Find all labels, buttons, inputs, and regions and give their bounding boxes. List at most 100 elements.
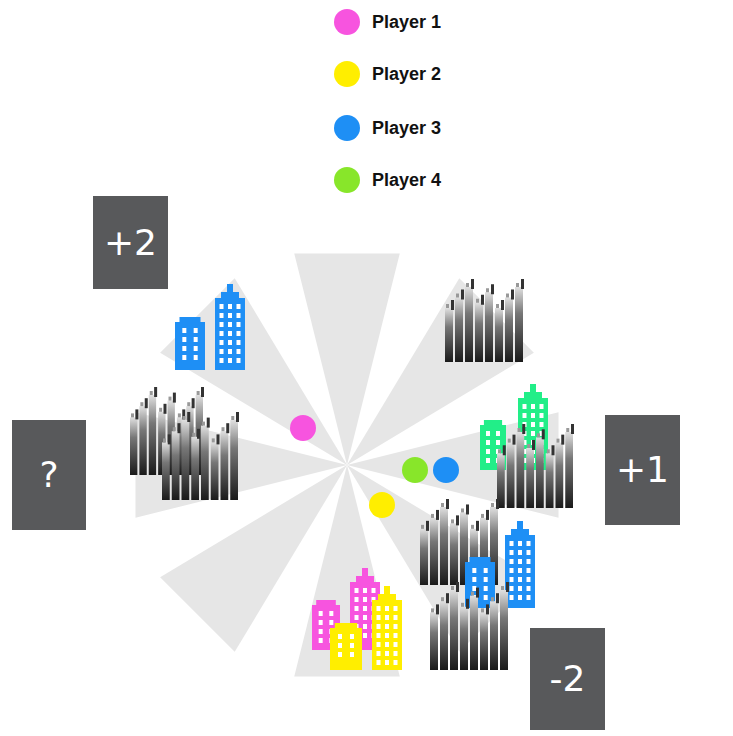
building-spire xyxy=(384,586,390,595)
player-token xyxy=(433,457,459,483)
factory-chimney xyxy=(140,402,143,406)
building-top xyxy=(221,292,239,299)
factory-column xyxy=(480,612,488,670)
building-window xyxy=(220,304,224,309)
factory-chimney xyxy=(518,428,521,432)
building-window xyxy=(228,322,232,327)
factory-chimney xyxy=(135,409,138,419)
factory-chimney xyxy=(466,599,469,609)
building-window xyxy=(394,642,398,647)
factory-chimney xyxy=(481,295,484,305)
board-icons xyxy=(130,279,574,670)
building-window xyxy=(385,615,389,620)
player-token xyxy=(402,457,428,483)
building-window xyxy=(350,652,354,657)
building-window xyxy=(355,588,359,593)
factory-chimney xyxy=(436,604,439,614)
building-window xyxy=(182,346,186,351)
building-window xyxy=(540,404,544,409)
legend-swatch xyxy=(334,61,360,87)
building-window xyxy=(220,331,224,336)
factory-chimney xyxy=(441,503,444,507)
factory-chimney xyxy=(131,413,134,417)
building-window xyxy=(527,586,531,591)
building-window xyxy=(527,559,531,564)
building-window xyxy=(220,349,224,354)
building-top xyxy=(335,623,357,629)
legend-swatch xyxy=(334,167,360,193)
building-icon xyxy=(372,586,402,670)
building-window xyxy=(496,431,500,436)
building-top xyxy=(356,576,374,583)
building-window xyxy=(394,615,398,620)
factory-column xyxy=(485,292,493,362)
factory-chimney xyxy=(501,586,504,590)
factory-chimney xyxy=(498,449,501,453)
factory-chimney xyxy=(202,422,205,426)
building-window xyxy=(338,634,342,639)
building-window xyxy=(486,449,490,454)
building-top xyxy=(524,392,542,399)
building-window xyxy=(182,355,186,360)
building-window xyxy=(518,595,522,600)
legend-entry: Player 1 xyxy=(334,9,441,35)
factory-chimney xyxy=(566,428,569,432)
factory-column xyxy=(450,523,458,585)
factory-column xyxy=(182,420,190,500)
factory-column xyxy=(191,437,199,500)
building-window xyxy=(377,633,381,638)
building-body xyxy=(330,628,362,670)
building-window xyxy=(531,413,535,418)
building-window xyxy=(385,651,389,656)
factory-chimney xyxy=(183,416,186,420)
building-icon xyxy=(215,284,245,370)
factory-chimney xyxy=(491,284,494,294)
legend-entry: Player 3 xyxy=(334,115,441,141)
building-spire xyxy=(227,284,233,293)
factory-chimney xyxy=(201,387,204,397)
building-window xyxy=(510,550,514,555)
player-token xyxy=(290,415,316,441)
factory-chimney xyxy=(178,413,181,417)
factory-column xyxy=(470,596,478,670)
building-window xyxy=(377,642,381,647)
building-window xyxy=(194,346,198,351)
factory-chimney xyxy=(476,588,479,598)
factory-column xyxy=(475,303,483,362)
factory-column xyxy=(500,590,508,670)
factory-chimney xyxy=(527,444,530,448)
building-window xyxy=(518,550,522,555)
building-window xyxy=(394,606,398,611)
legend-label: Player 1 xyxy=(372,12,441,33)
score-box: +2 xyxy=(93,196,168,289)
factory-column xyxy=(430,612,438,670)
building-window xyxy=(385,642,389,647)
factory-chimney xyxy=(150,391,153,395)
factory-chimney xyxy=(421,525,424,529)
building-window xyxy=(237,349,241,354)
building-window xyxy=(377,606,381,611)
factory-chimney xyxy=(506,582,509,592)
factory-chimney xyxy=(461,290,464,300)
factory-column xyxy=(440,601,448,670)
factory-chimney xyxy=(542,429,545,439)
factory-column xyxy=(221,431,229,500)
building-window xyxy=(394,633,398,638)
building-window xyxy=(228,358,232,363)
factory-column xyxy=(495,308,503,362)
factory-chimney xyxy=(461,603,464,607)
factory-chimney xyxy=(168,434,171,444)
factory-column xyxy=(445,308,453,362)
building-window xyxy=(510,568,514,573)
building-window xyxy=(237,340,241,345)
building-window xyxy=(531,422,535,427)
factory-chimney xyxy=(441,597,444,601)
factory-chimney xyxy=(431,514,434,518)
factory-chimney xyxy=(173,427,176,431)
factory-column xyxy=(507,443,515,508)
factory-chimney xyxy=(178,423,181,433)
building-body xyxy=(215,298,245,370)
factory-column xyxy=(420,529,428,585)
